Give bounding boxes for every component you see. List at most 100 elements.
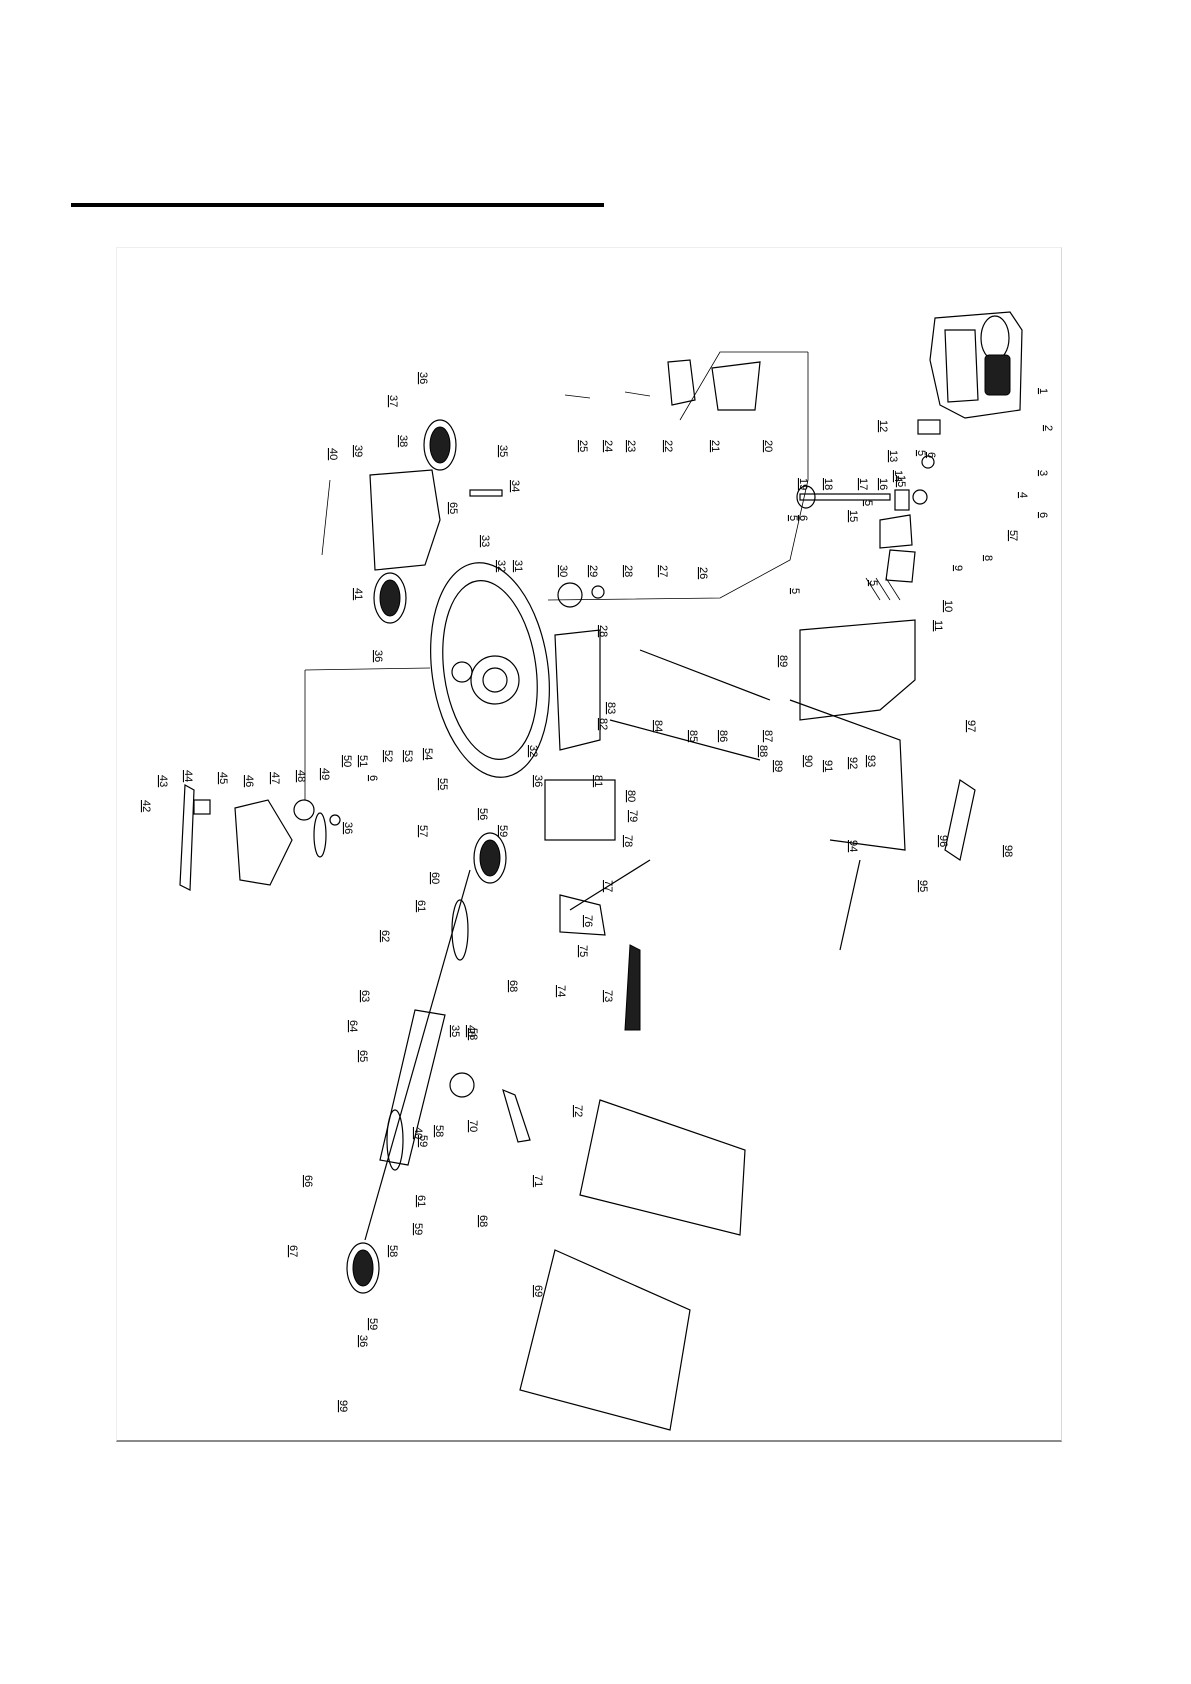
callout-label-41: 41: [352, 588, 364, 600]
callout-label-59: 59: [412, 1223, 424, 1235]
callout-label-44: 44: [182, 770, 194, 782]
callout-label-5: 5: [789, 588, 801, 594]
callout-label-5: 5: [1007, 530, 1019, 536]
callout-label-65: 65: [357, 1050, 369, 1062]
callout-label-40: 40: [327, 448, 339, 460]
callout-label-74: 74: [555, 985, 567, 997]
callout-label-72: 72: [572, 1105, 584, 1117]
callout-label-49: 49: [319, 768, 331, 780]
callout-label-12: 12: [877, 420, 889, 432]
callout-label-65: 65: [447, 502, 459, 514]
callout-label-35: 35: [497, 445, 509, 457]
callout-label-16: 16: [877, 478, 889, 490]
callout-label-48: 48: [295, 770, 307, 782]
callout-label-3: 3: [1037, 470, 1049, 476]
callout-label-87: 87: [762, 730, 774, 742]
callout-label-47: 47: [269, 772, 281, 784]
callout-label-43: 43: [157, 775, 169, 787]
callout-label-19: 19: [797, 478, 809, 490]
callout-label-32: 32: [527, 745, 539, 757]
callout-label-51: 51: [357, 755, 369, 767]
callout-label-84: 84: [652, 720, 664, 732]
callout-label-36: 36: [532, 775, 544, 787]
callout-label-28: 28: [622, 565, 634, 577]
callout-label-64: 64: [347, 1020, 359, 1032]
callout-label-58: 58: [467, 1028, 479, 1040]
callout-label-94: 94: [847, 840, 859, 852]
callout-label-23: 23: [625, 440, 637, 452]
callout-label-2: 2: [1042, 425, 1054, 431]
engine-hardware-parts: [796, 419, 941, 601]
callout-label-55: 55: [437, 778, 449, 790]
callout-label-90: 90: [802, 755, 814, 767]
callout-label-42: 42: [140, 800, 152, 812]
callout-label-97: 97: [965, 720, 977, 732]
callout-label-77: 77: [602, 880, 614, 892]
rear-flap-parts: [321, 469, 503, 571]
callout-label-6: 6: [797, 515, 809, 521]
handle-parts: [544, 619, 976, 1031]
callout-label-91: 91: [822, 760, 834, 772]
callout-label-79: 79: [627, 810, 639, 822]
callout-label-1: 1: [1037, 388, 1049, 394]
callout-label-17: 17: [857, 478, 869, 490]
callout-label-22: 22: [662, 440, 674, 452]
callout-label-8: 8: [982, 555, 994, 561]
header-rule: [71, 203, 604, 207]
callout-label-69: 69: [532, 1285, 544, 1297]
callout-label-53: 53: [402, 750, 414, 762]
callout-label-82: 82: [597, 718, 609, 730]
callout-label-85: 85: [687, 730, 699, 742]
blade-parts: [179, 784, 341, 891]
callout-label-37: 37: [387, 395, 399, 407]
callout-label-63: 63: [359, 990, 371, 1002]
callout-label-92: 92: [847, 757, 859, 769]
callout-label-67: 67: [287, 1245, 299, 1257]
callout-label-70: 70: [467, 1120, 479, 1132]
callout-label-88: 88: [757, 745, 769, 757]
callout-label-25: 25: [577, 440, 589, 452]
callout-label-5: 5: [862, 500, 874, 506]
callout-label-81: 81: [592, 775, 604, 787]
callout-label-7: 7: [1007, 535, 1019, 541]
diagram-frame: [116, 247, 1062, 1442]
callout-label-32: 32: [495, 560, 507, 572]
callout-label-24: 24: [602, 440, 614, 452]
callout-label-73: 73: [602, 990, 614, 1002]
callout-label-57: 57: [417, 825, 429, 837]
callout-label-61: 61: [415, 900, 427, 912]
callout-label-34: 34: [509, 480, 521, 492]
callout-label-10: 10: [942, 600, 954, 612]
callout-label-62: 62: [379, 930, 391, 942]
callout-label-58: 58: [387, 1245, 399, 1257]
callout-label-31: 31: [512, 560, 524, 572]
callout-label-54: 54: [422, 748, 434, 760]
callout-label-59: 59: [367, 1318, 379, 1330]
callout-label-68: 68: [507, 980, 519, 992]
callout-label-59: 59: [497, 825, 509, 837]
callout-label-13: 13: [887, 450, 899, 462]
callout-label-14: 14: [892, 470, 904, 482]
callout-label-5: 5: [867, 580, 879, 586]
callout-label-39: 39: [352, 445, 364, 457]
callout-label-96: 96: [937, 835, 949, 847]
callout-label-89: 89: [777, 655, 789, 667]
callout-label-28: 28: [597, 625, 609, 637]
callout-label-86: 86: [717, 730, 729, 742]
callout-label-45: 45: [217, 772, 229, 784]
upper-parts: [557, 359, 761, 608]
callout-label-60: 60: [429, 872, 441, 884]
callout-label-58: 58: [433, 1125, 445, 1137]
callout-label-18: 18: [822, 478, 834, 490]
wheel-parts: [346, 419, 507, 1294]
callout-label-78: 78: [622, 835, 634, 847]
callout-label-33: 33: [479, 535, 491, 547]
callout-label-4: 4: [1017, 492, 1029, 498]
callout-label-95: 95: [917, 880, 929, 892]
callout-label-83: 83: [605, 702, 617, 714]
callout-label-29: 29: [587, 565, 599, 577]
callout-label-56: 56: [477, 808, 489, 820]
callout-label-36: 36: [372, 650, 384, 662]
callout-label-6: 6: [925, 452, 937, 458]
callout-label-20: 20: [762, 440, 774, 452]
